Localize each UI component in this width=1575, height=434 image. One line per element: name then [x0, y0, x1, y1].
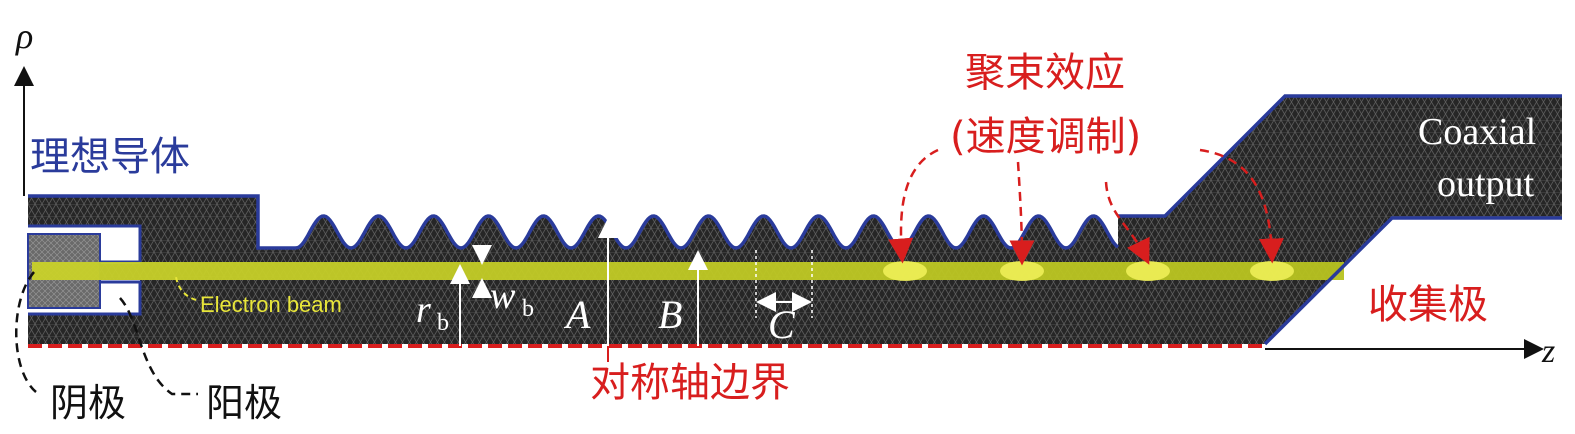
bunching-label-line2: (速度调制) — [950, 114, 1141, 160]
output-wall — [1118, 94, 1562, 218]
rho-axis-label: ρ — [15, 16, 33, 56]
symmetry-axis-label: 对称轴边界 — [590, 360, 790, 406]
electron-beam-label: Electron beam — [200, 292, 342, 317]
bunching-arrow-3 — [1104, 181, 1150, 265]
beam-bunch — [1250, 261, 1294, 281]
beam-bunch — [1000, 261, 1044, 281]
bunching-label-line1: 聚束效应 — [965, 50, 1125, 96]
ideal-conductor-label: 理想导体 — [30, 134, 190, 180]
bunching-arrow-4 — [1199, 148, 1284, 264]
C-label: C — [768, 302, 796, 347]
wb-label: w — [490, 275, 516, 317]
coaxial-output-label-line2: output — [1437, 163, 1535, 205]
cathode-pointer — [15, 271, 37, 393]
anode-label: 阳极 — [206, 381, 282, 425]
bunching-arrow-1 — [888, 148, 939, 264]
beam-bunches — [883, 261, 1294, 281]
coaxial-output-label-line1: Coaxial — [1418, 111, 1536, 153]
collector-label: 收集极 — [1368, 282, 1488, 328]
beam-bunch — [1126, 261, 1170, 281]
bunching-arrow-2 — [1009, 161, 1035, 266]
beam-bunch — [883, 261, 927, 281]
collector-boundary — [1263, 216, 1562, 346]
electron-beam-pointer — [175, 276, 197, 301]
B-label: B — [658, 292, 682, 337]
anode-pointer — [119, 297, 198, 396]
ideal-conductor-boundary — [28, 194, 296, 250]
rippled-wall — [295, 214, 1120, 250]
rb-label: r — [416, 289, 431, 331]
rb-subscript: b — [437, 310, 449, 336]
z-axis-label: z — [1541, 333, 1555, 370]
A-label: A — [563, 292, 591, 337]
cathode-label: 阴极 — [50, 381, 126, 425]
wb-subscript: b — [522, 296, 534, 322]
